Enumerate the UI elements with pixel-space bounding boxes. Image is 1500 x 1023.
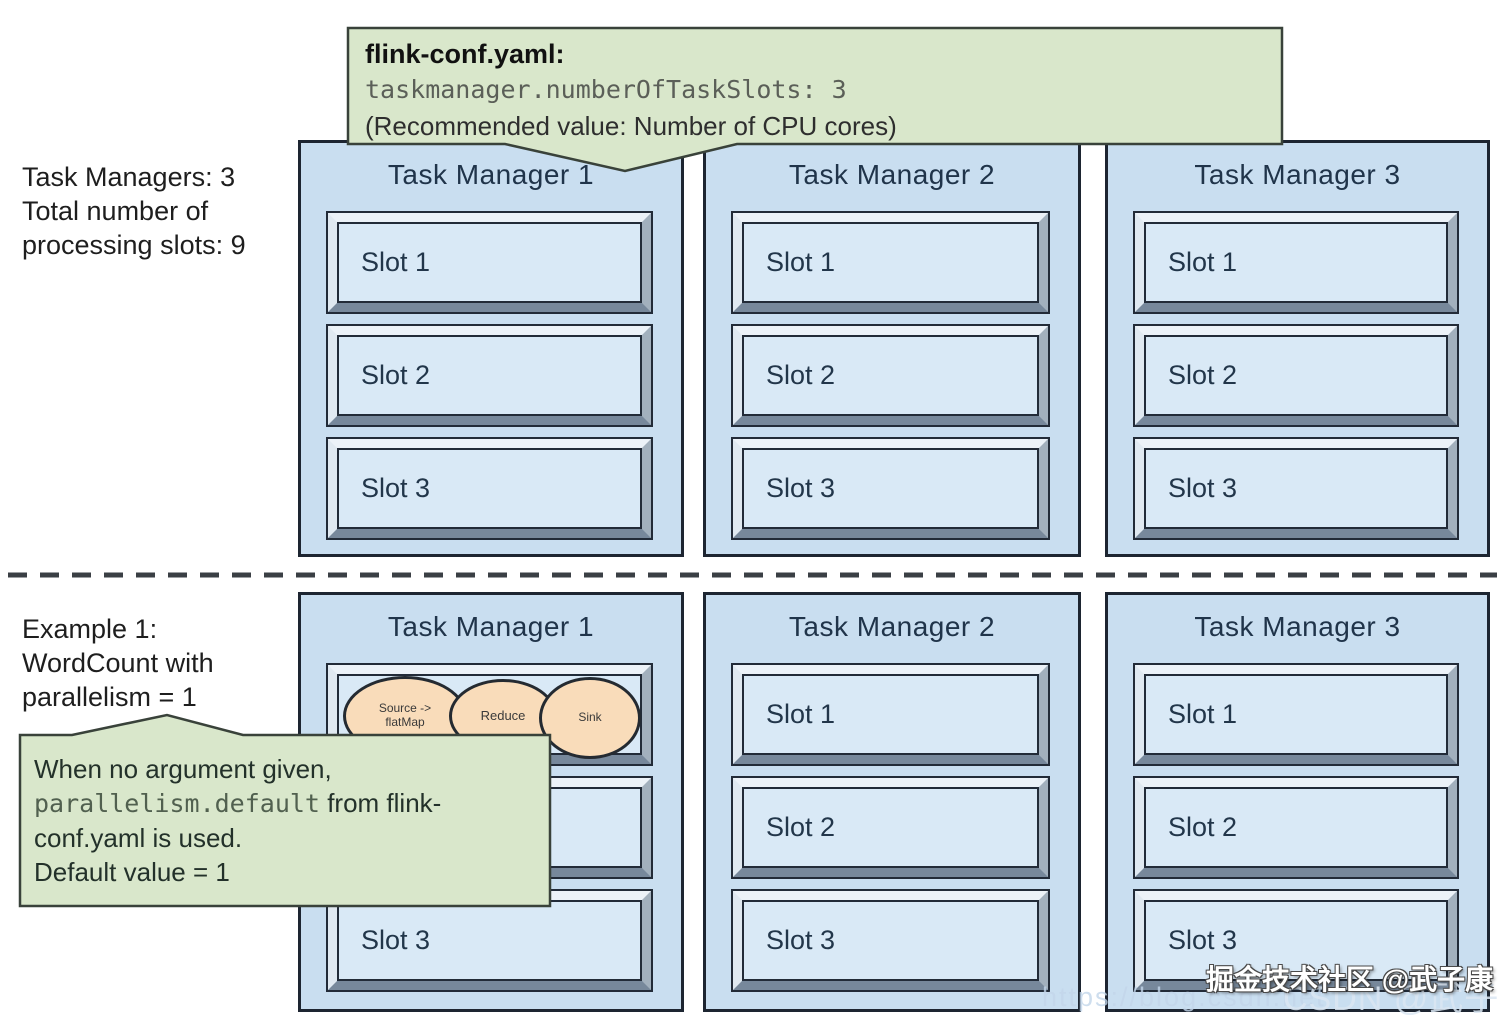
slot: Slot 1 <box>1133 663 1459 766</box>
operator-ellipse-sink: Sink <box>539 677 641 759</box>
slot-label: Slot 3 <box>361 473 431 503</box>
slot-bevel: Slot 3 <box>1135 439 1457 538</box>
slot-bevel: Slot 3 <box>733 439 1048 538</box>
slot-bevel: Slot 1 <box>1135 213 1457 312</box>
slot: Slot 1 <box>731 211 1050 314</box>
slot-label: Slot 3 <box>361 925 431 955</box>
note-example-1: Example 1: WordCount with parallelism = … <box>22 614 214 712</box>
slot-label: Slot 3 <box>766 473 836 503</box>
task-manager-box: Task Manager 3 Slot 1 Slot 2 Slot 3 <box>1105 140 1490 557</box>
slot: Slot 1 <box>326 211 653 314</box>
task-manager-box: Task Manager 1 Slot 1 Slot 2 Slot 3 <box>298 140 684 557</box>
slot-label: Slot 3 <box>1168 473 1238 503</box>
slot-bevel: Slot 1 <box>1135 665 1457 764</box>
slot-label: Slot 2 <box>766 812 836 842</box>
callout-flink-conf: flink-conf.yaml: taskmanager.numberOfTas… <box>365 36 897 144</box>
slot-label: Slot 3 <box>1168 925 1238 955</box>
callout-code: parallelism.default <box>34 789 320 818</box>
slot: Slot 1 <box>731 663 1050 766</box>
task-manager-box: Task Manager 3 Slot 1 Slot 2 Slot 3 <box>1105 592 1490 1012</box>
slot-label: Slot 1 <box>766 247 836 277</box>
callout-code: taskmanager.numberOfTaskSlots: 3 <box>365 75 847 104</box>
slot: Slot 2 <box>1133 324 1459 427</box>
slot-bevel: Slot 1 <box>733 213 1048 312</box>
slot: Slot 3 <box>1133 889 1459 992</box>
task-manager-box: Task Manager 2 Slot 1 Slot 2 Slot 3 <box>703 592 1081 1012</box>
slot-bevel: Slot 3 <box>1135 891 1457 990</box>
slot-label: Slot 2 <box>1168 812 1238 842</box>
slot: Slot 3 <box>326 889 653 992</box>
watermark-juejin: 掘金技术社区 @武子康 <box>1206 964 1494 995</box>
slot-bevel: Slot 1 <box>328 213 651 312</box>
slot-label: Slot 3 <box>766 925 836 955</box>
slot-bevel: Slot 2 <box>1135 778 1457 877</box>
slot-label: Slot 2 <box>361 360 431 390</box>
slot-bevel: Slot 2 <box>733 326 1048 425</box>
watermark-url: https://blog.csdn.net <box>1042 982 1326 1012</box>
slot-bevel: Slot 2 <box>328 326 651 425</box>
slot-label: Slot 1 <box>1168 247 1238 277</box>
task-manager-title: Task Manager 2 <box>788 159 996 190</box>
slot: Slot 2 <box>731 776 1050 879</box>
task-manager-box: Task Manager 2 Slot 1 Slot 2 Slot 3 <box>703 140 1081 557</box>
callout-parallelism-default: When no argument given, parallelism.defa… <box>34 752 441 889</box>
note-task-managers-count: Task Managers: 3 Total number of process… <box>22 162 246 260</box>
slot-label: Slot 1 <box>361 247 431 277</box>
callout-line: Default value = 1 <box>34 857 230 887</box>
slot: Slot 2 <box>731 324 1050 427</box>
slot: Slot 2 <box>1133 776 1459 879</box>
task-manager-title: Task Manager 3 <box>1194 611 1401 642</box>
slot-bevel: Slot 3 <box>328 439 651 538</box>
task-manager-title: Task Manager 1 <box>387 159 595 190</box>
slot-label: Slot 1 <box>766 699 836 729</box>
task-manager-title: Task Manager 2 <box>788 611 996 642</box>
slot: Slot 1 <box>1133 211 1459 314</box>
slot-bevel: Slot 1 <box>733 665 1048 764</box>
slot-bevel: Slot 3 <box>328 891 651 990</box>
slot-bevel: Slot 3 <box>733 891 1048 990</box>
task-manager-title: Task Manager 3 <box>1194 159 1401 190</box>
slot-label: Slot 2 <box>1168 360 1238 390</box>
callout-line: parallelism.default from flink- <box>34 788 442 818</box>
slot: Slot 3 <box>326 437 653 540</box>
slot-label: Slot 2 <box>766 360 836 390</box>
slot: Slot 2 <box>326 324 653 427</box>
slot-label: Slot 1 <box>1168 699 1238 729</box>
slot-bevel: Slot 2 <box>1135 326 1457 425</box>
slot: Slot 3 <box>731 437 1050 540</box>
slot: Slot 3 <box>731 889 1050 992</box>
watermark-csdn: CSDN @武子康 <box>1283 980 1500 1018</box>
callout-line: conf.yaml is used. <box>34 823 243 853</box>
callout-note: (Recommended value: Number of CPU cores) <box>365 111 897 141</box>
task-manager-title: Task Manager 1 <box>387 611 595 642</box>
callout-title: flink-conf.yaml: <box>365 39 565 69</box>
callout-line: When no argument given, <box>34 754 332 784</box>
slot: Slot 3 <box>1133 437 1459 540</box>
slot-bevel: Slot 2 <box>733 778 1048 877</box>
